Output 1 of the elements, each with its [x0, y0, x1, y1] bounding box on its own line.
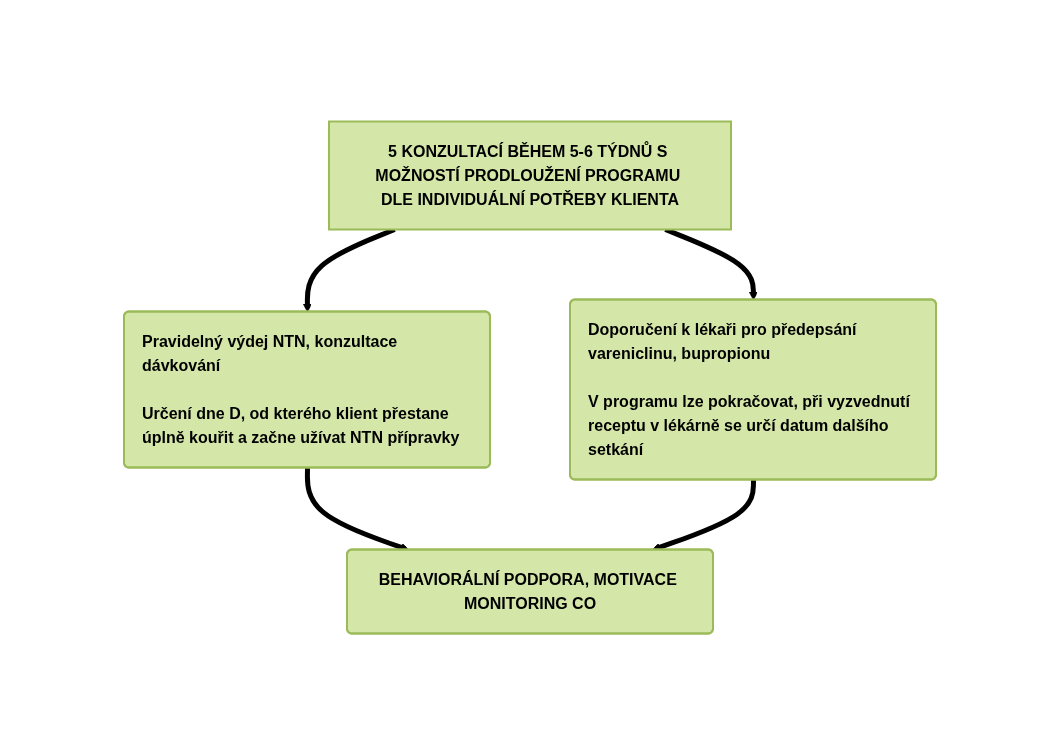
- node-box: 5 KONZULTACÍ BĚHEM 5-6 TÝDNŮ S MOŽNOSTÍ PRODLOUŽENÍ PROGRAMU DLE INDIVIDUÁLNÍ POTŘEBY KLIENTA: [327, 120, 732, 231]
